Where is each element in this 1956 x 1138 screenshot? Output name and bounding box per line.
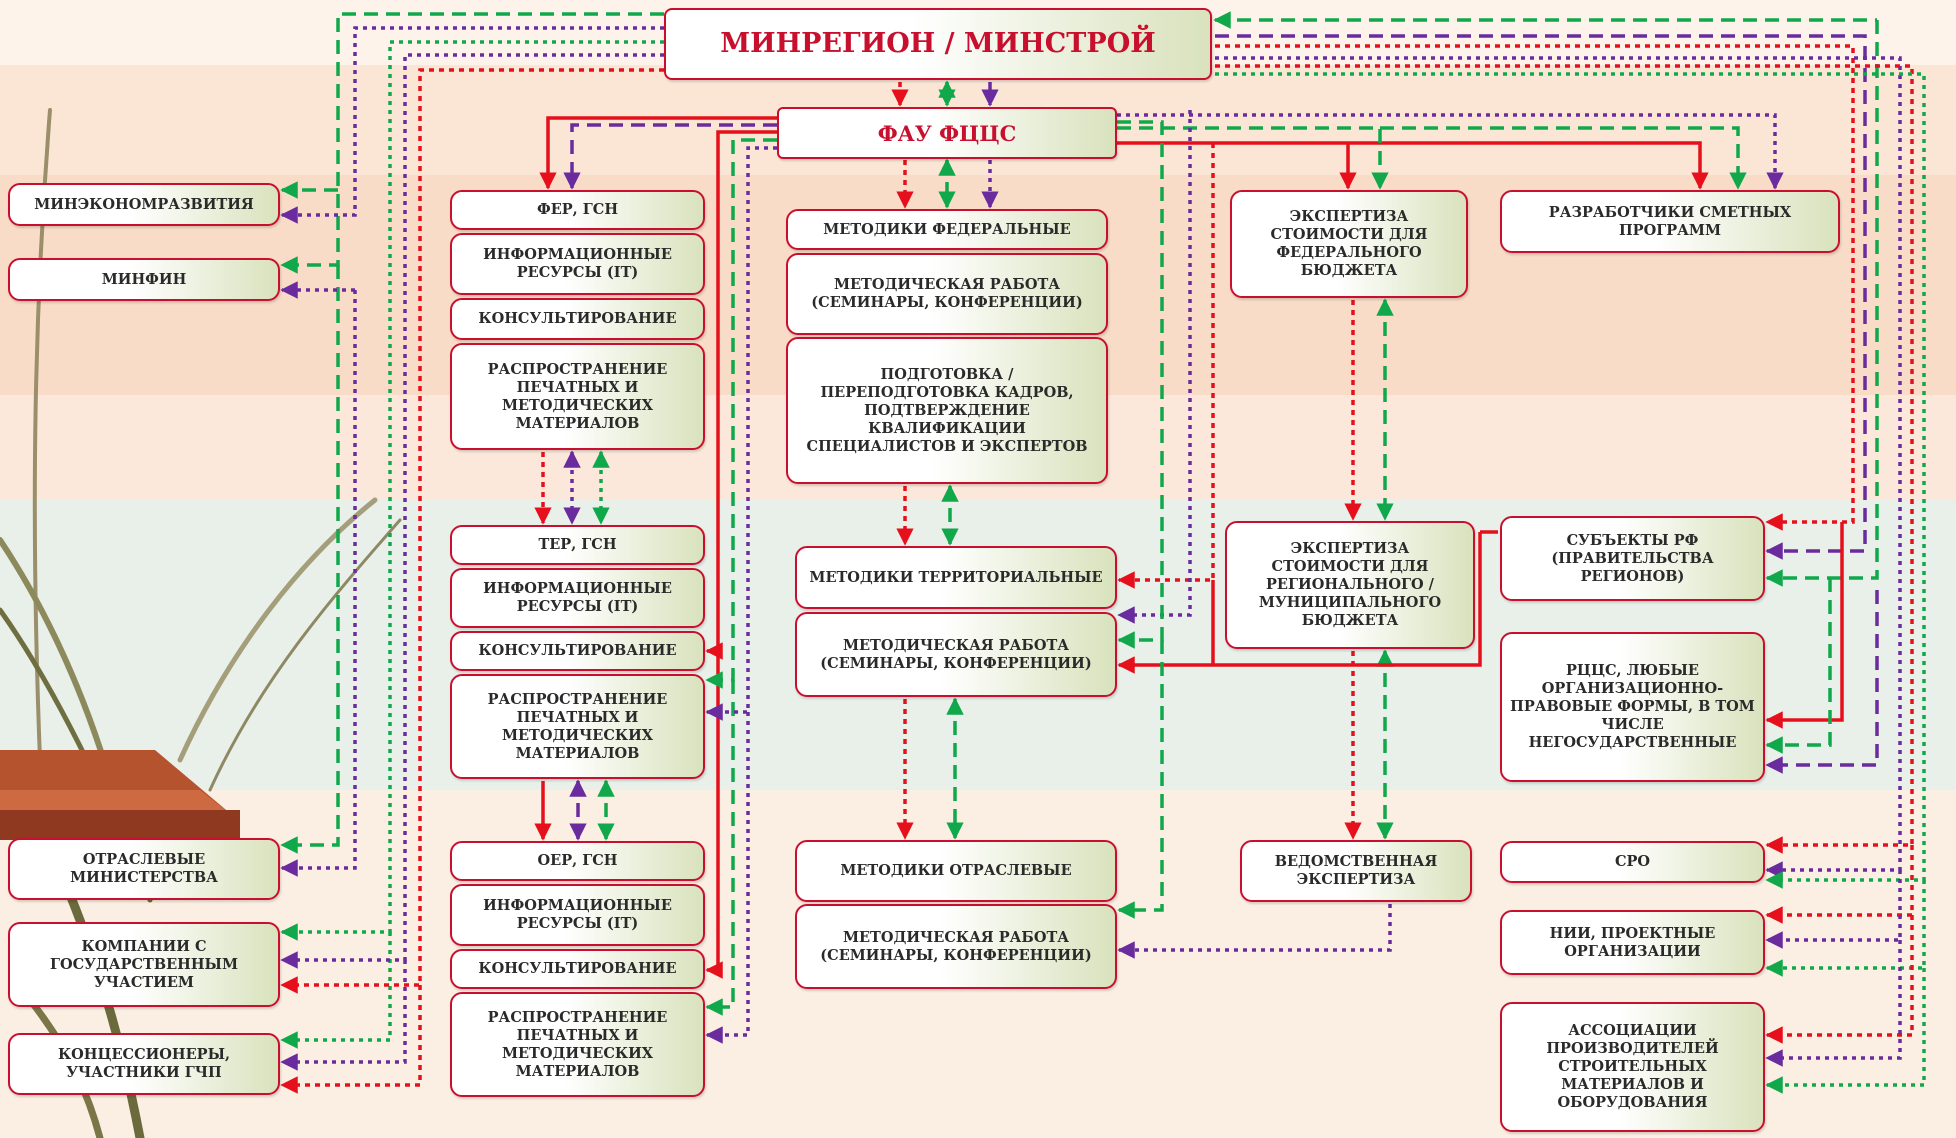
podgotovka-kadrov-box: ПОДГОТОВКА / ПЕРЕПОДГОТОВКА КАДРОВ, ПОДТ… (786, 337, 1108, 484)
connector-arrow (705, 146, 777, 721)
metodicheskaya-rabota-terr-box: МЕТОДИЧЕСКАЯ РАБОТА (СЕМИНАРЫ, КОНФЕРЕНЦ… (795, 612, 1117, 697)
connector-arrow (1215, 72, 1926, 889)
connector-arrow (1765, 20, 1879, 587)
connector-arrow (705, 138, 777, 689)
kompanii-box: КОМПАНИИ С ГОСУДАРСТВЕННЫМ УЧАСТИЕМ (8, 922, 280, 1007)
connector-arrow (1117, 143, 1215, 589)
fer-distribution-box: РАСПРОСТРАНЕНИЕ ПЕЧАТНЫХ И МЕТОДИЧЕСКИХ … (450, 343, 705, 450)
ter-gsn-box: ТЕР, ГСН (450, 525, 705, 565)
sro-box: СРО (1500, 841, 1765, 883)
connector-arrow (1765, 522, 1844, 729)
connector-arrow (1117, 141, 1709, 190)
ter-it-box: ИНФОРМАЦИОННЫЕ РЕСУРСЫ (IT) (450, 568, 705, 628)
fer-consulting-box: КОНСУЛЬТИРОВАНИЕ (450, 298, 705, 340)
otraslevye-ministerstva-box: ОТРАСЛЕВЫЕ МИНИСТЕРСТВА (8, 838, 280, 900)
fau-fccs-box: ФАУ ФЦЦС (777, 107, 1117, 159)
connector-arrow (280, 290, 357, 877)
connector-arrow (563, 123, 777, 190)
connector-arrow (280, 932, 392, 1049)
connector-arrow (1380, 126, 1747, 190)
connector-arrow (1117, 532, 1482, 674)
connector-arrow (705, 651, 723, 979)
connector-arrow (1765, 968, 1926, 1094)
minregion-box: МИНРЕГИОН / МИНСТРОЙ (664, 8, 1212, 80)
connector-arrow (1765, 578, 1832, 754)
fer-it-box: ИНФОРМАЦИОННЫЕ РЕСУРСЫ (IT) (450, 233, 705, 295)
connector-arrow (280, 985, 422, 1094)
connector-arrow (1117, 113, 1784, 190)
metodiki-otraslevye-box: МЕТОДИКИ ОТРАСЛЕВЫЕ (795, 840, 1117, 902)
oer-consulting-box: КОНСУЛЬТИРОВАНИЕ (450, 949, 705, 989)
razrabotchiki-box: РАЗРАБОТЧИКИ СМЕТНЫХ ПРОГРАММ (1500, 190, 1840, 253)
fer-gsn-box: ФЕР, ГСН (450, 190, 705, 230)
connector-arrow (1117, 640, 1164, 919)
connector-arrow (280, 68, 664, 994)
connector-arrow (1765, 590, 1879, 774)
ter-distribution-box: РАСПРОСТРАНЕНИЕ ПЕЧАТНЫХ И МЕТОДИЧЕСКИХ … (450, 674, 705, 779)
metodiki-territorialnye-box: МЕТОДИКИ ТЕРРИТОРИАЛЬНЫЕ (795, 546, 1117, 609)
connector-arrow (539, 116, 777, 190)
connector-arrow (1117, 126, 1389, 190)
connector-arrow (1117, 904, 1392, 959)
oer-gsn-box: ОЕР, ГСН (450, 841, 705, 881)
ter-consulting-box: КОНСУЛЬТИРОВАНИЕ (450, 631, 705, 671)
expertiza-regional-box: ЭКСПЕРТИЗА СТОИМОСТИ ДЛЯ РЕГИОНАЛЬНОГО /… (1225, 521, 1475, 649)
connector-arrow (280, 12, 664, 274)
vedomstvennaya-expertiza-box: ВЕДОМСТВЕННАЯ ЭКСПЕРТИЗА (1240, 840, 1472, 902)
connector-arrow (1117, 110, 1192, 624)
connector-arrow (280, 960, 407, 1071)
connector-arrow (280, 40, 664, 941)
expertiza-federal-box: ЭКСПЕРТИЗА СТОИМОСТИ ДЛЯ ФЕДЕРАЛЬНОГО БЮ… (1230, 190, 1468, 298)
connector-arrow (705, 712, 750, 1044)
koncessionery-box: КОНЦЕССИОНЕРЫ, УЧАСТНИКИ ГЧП (8, 1033, 280, 1095)
subekty-rf-box: СУБЪЕКТЫ РФ (ПРАВИТЕЛЬСТВА РЕГИОНОВ) (1500, 516, 1765, 601)
metodiki-federalnye-box: МЕТОДИКИ ФЕДЕРАЛЬНЫЕ (786, 209, 1108, 250)
metodicheskaya-rabota-fed-box: МЕТОДИЧЕСКАЯ РАБОТА (СЕМИНАРЫ, КОНФЕРЕНЦ… (786, 253, 1108, 335)
connector-arrow (1117, 120, 1164, 649)
connector-arrow (280, 26, 664, 224)
connector-arrow (1215, 56, 1902, 879)
connector-arrow (1765, 915, 1914, 1044)
rccs-box: РЦЦС, ЛЮБЫЕ ОРГАНИЗАЦИОННО-ПРАВОВЫЕ ФОРМ… (1500, 632, 1765, 782)
oer-distribution-box: РАСПРОСТРАНЕНИЕ ПЕЧАТНЫХ И МЕТОДИЧЕСКИХ … (450, 992, 705, 1097)
oer-it-box: ИНФОРМАЦИОННЫЕ РЕСУРСЫ (IT) (450, 884, 705, 946)
connector-arrow (1765, 880, 1926, 977)
connector-arrow (705, 680, 735, 1016)
mineconom-box: МИНЭКОНОМРАЗВИТИЯ (8, 183, 280, 226)
minfin-box: МИНФИН (8, 258, 280, 301)
associacii-box: АССОЦИАЦИИ ПРОИЗВОДИТЕЛЕЙ СТРОИТЕЛЬНЫХ М… (1500, 1002, 1765, 1132)
connector-arrow (705, 130, 777, 660)
connector-arrow (1765, 940, 1902, 1067)
metodicheskaya-rabota-otrasl-box: МЕТОДИЧЕСКАЯ РАБОТА (СЕМИНАРЫ, КОНФЕРЕНЦ… (795, 904, 1117, 989)
connector-arrow (1215, 34, 1867, 560)
connector-arrow (280, 53, 664, 969)
nii-box: НИИ, ПРОЕКТНЫЕ ОРГАНИЗАЦИИ (1500, 910, 1765, 975)
connector-arrow (280, 265, 340, 854)
